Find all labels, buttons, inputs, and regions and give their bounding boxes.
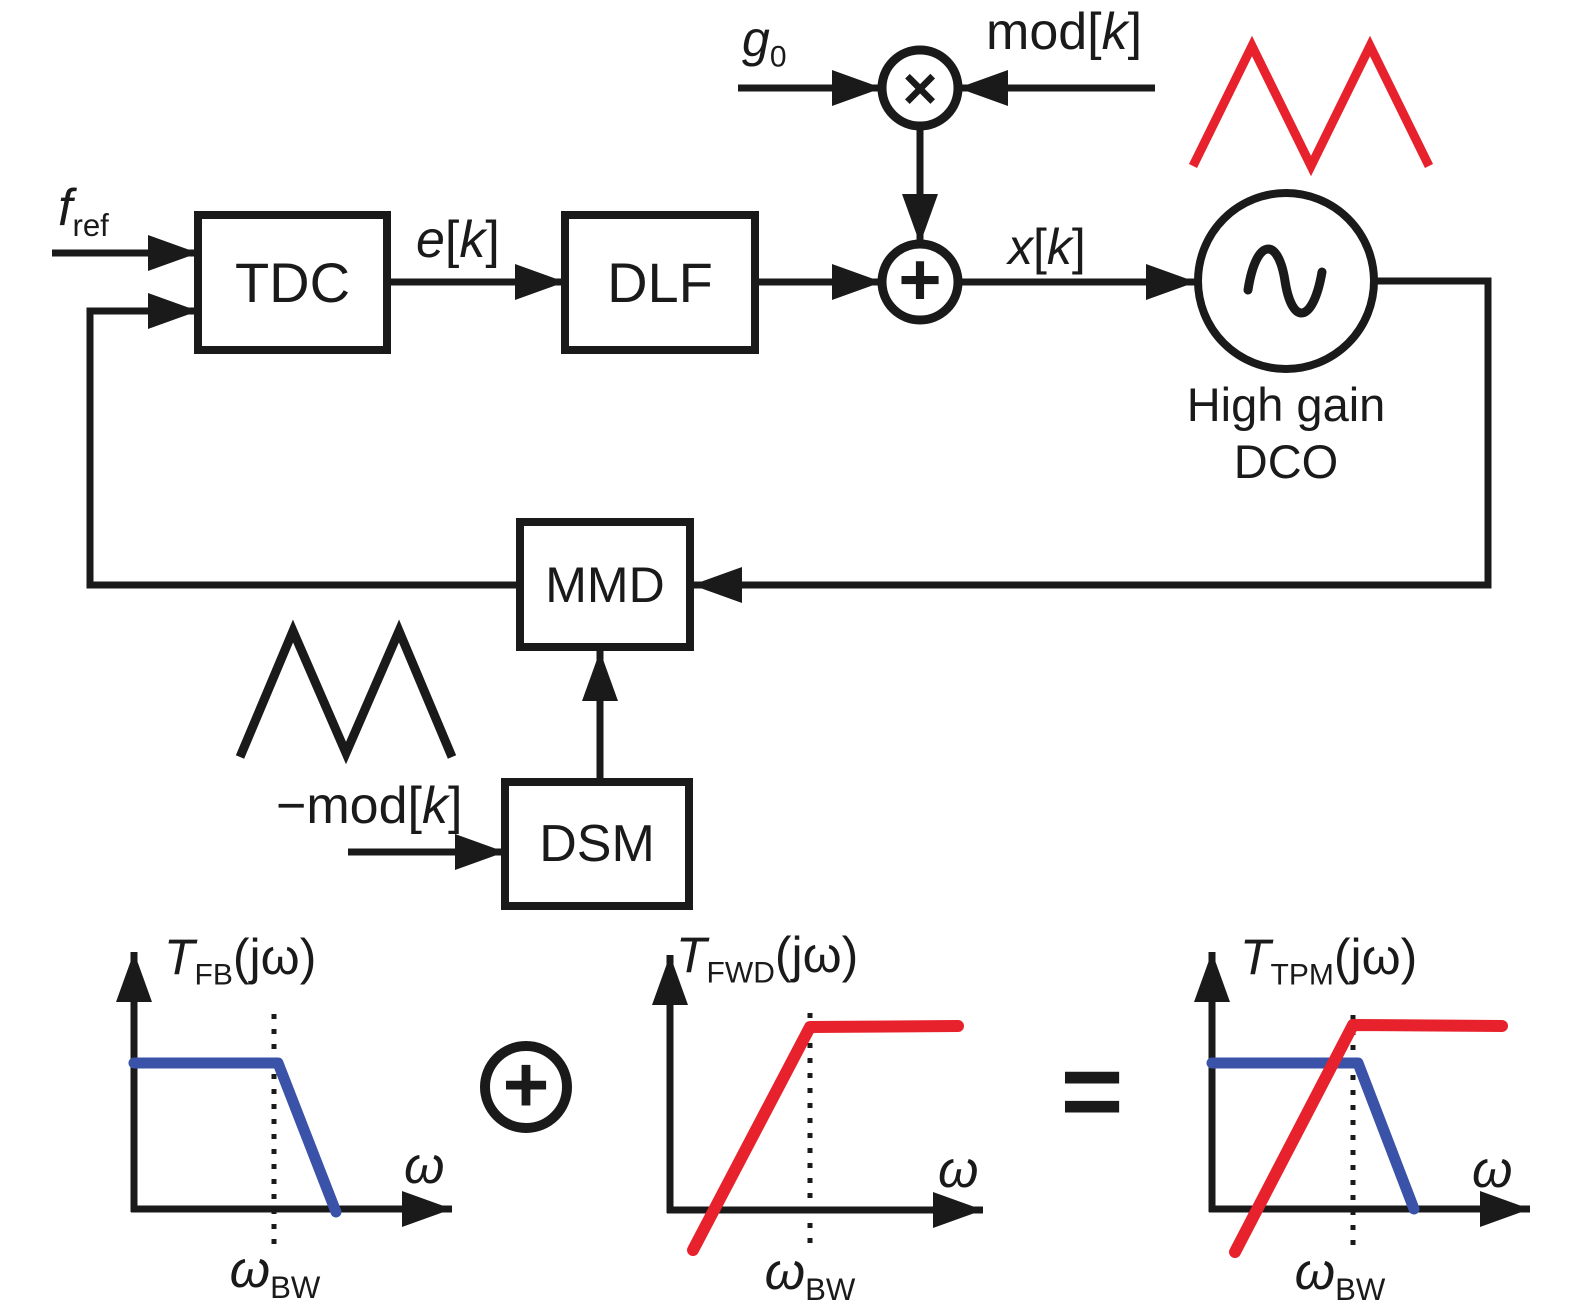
mmd-box	[516, 518, 694, 651]
negmodk-label: −mod[k]	[276, 777, 463, 835]
fwd-plot-title: TFWD(jω)	[676, 927, 859, 990]
fwd-omega-label: ω	[938, 1141, 979, 1199]
fb-curve	[128, 1057, 342, 1218]
equals-symbol: =	[1060, 1030, 1123, 1151]
tpm-plot-title: TTPM(jω)	[1240, 929, 1418, 992]
dco-output-path	[692, 277, 1492, 603]
fwd-curve	[687, 1020, 964, 1256]
dsm-box	[501, 778, 693, 910]
tpm-omega-label: ω	[1472, 1141, 1513, 1199]
g0-label: g0	[742, 11, 787, 74]
modk-label: mod[k]	[986, 3, 1143, 61]
combine-plus-symbol: +	[503, 1040, 550, 1129]
tpm-feedback-curve	[1206, 1057, 1420, 1215]
ek-label: e[k]	[416, 211, 500, 269]
sine-icon	[1243, 244, 1327, 318]
tpm-omega-bw-label: ωBW	[1294, 1243, 1386, 1307]
feedback-path	[86, 293, 520, 589]
combine-plus-circle	[480, 1041, 572, 1133]
tpm-forward-curve	[1229, 1019, 1508, 1258]
fwd-omega-bw-label: ωBW	[764, 1243, 856, 1307]
fb-plot-title: TFB(jω)	[164, 929, 317, 992]
mod-waveform-black-icon	[235, 619, 457, 765]
tdc-label: TDC	[234, 251, 351, 314]
fb-omega-bw-label: ωBW	[229, 1241, 321, 1305]
fb-omega-label: ω	[404, 1137, 445, 1195]
dco-label: High gain DCO	[1186, 378, 1386, 489]
mmd-label: MMD	[545, 556, 665, 613]
multiplier-circle	[877, 45, 963, 131]
dsm-label: DSM	[539, 815, 655, 873]
dlf-box	[561, 211, 759, 354]
plus-symbol: +	[898, 238, 941, 321]
fref-label: fref	[58, 179, 109, 243]
xk-label: x[k]	[1008, 219, 1086, 275]
mod-waveform-red-icon	[1188, 35, 1434, 177]
dlf-label: DLF	[607, 251, 713, 314]
tdc-box	[194, 211, 391, 354]
multiply-symbol: ×	[902, 55, 937, 122]
